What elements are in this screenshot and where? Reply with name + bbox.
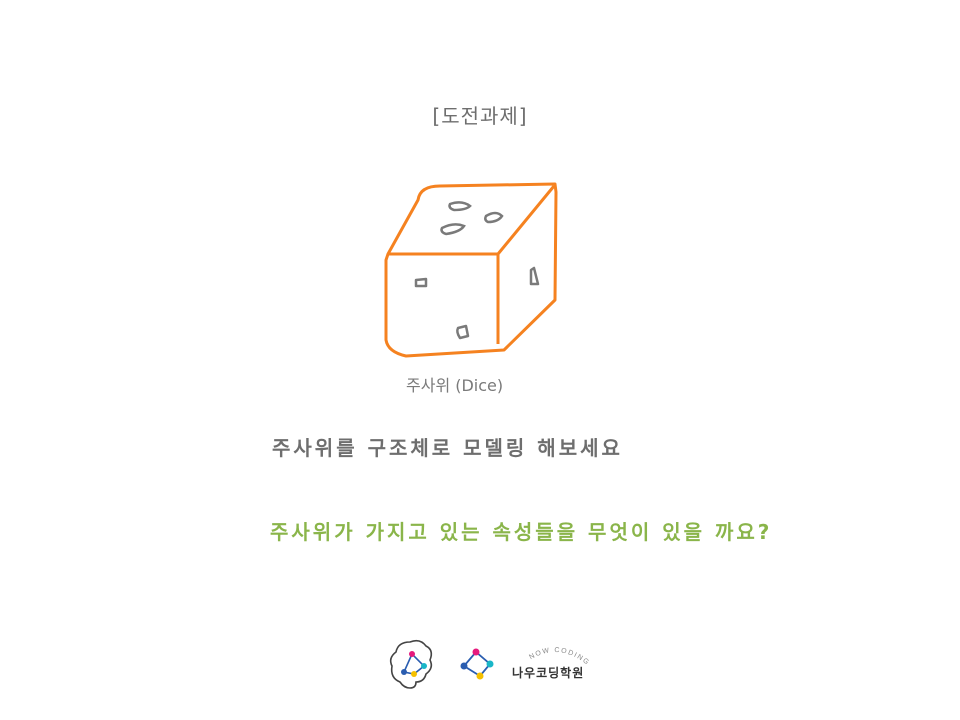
- dice-icon: [384, 182, 558, 358]
- dice-pip: [456, 324, 470, 340]
- question-text: 주사위가 가지고 있는 속성들을 무엇이 있을 까요?: [270, 520, 773, 544]
- academy-arc-text: NOW CODING: [528, 647, 589, 666]
- dice-pip: [448, 201, 472, 212]
- dice-pip: [414, 277, 428, 288]
- dice-top-edge: [388, 185, 556, 256]
- dice-outline: [384, 182, 558, 358]
- instruction-text: 주사위를 구조체로 모델링 해보세요: [272, 436, 623, 460]
- school-logo-icon: [460, 648, 494, 680]
- slide-title: [도전과제]: [432, 104, 528, 128]
- dice-caption: 주사위 (Dice): [406, 376, 504, 395]
- academy-name: 나우코딩학원: [512, 666, 585, 680]
- dice-pip: [529, 266, 540, 286]
- dice-pip: [484, 211, 504, 224]
- dice-pip: [440, 223, 466, 236]
- brain-logo-icon: [389, 639, 433, 689]
